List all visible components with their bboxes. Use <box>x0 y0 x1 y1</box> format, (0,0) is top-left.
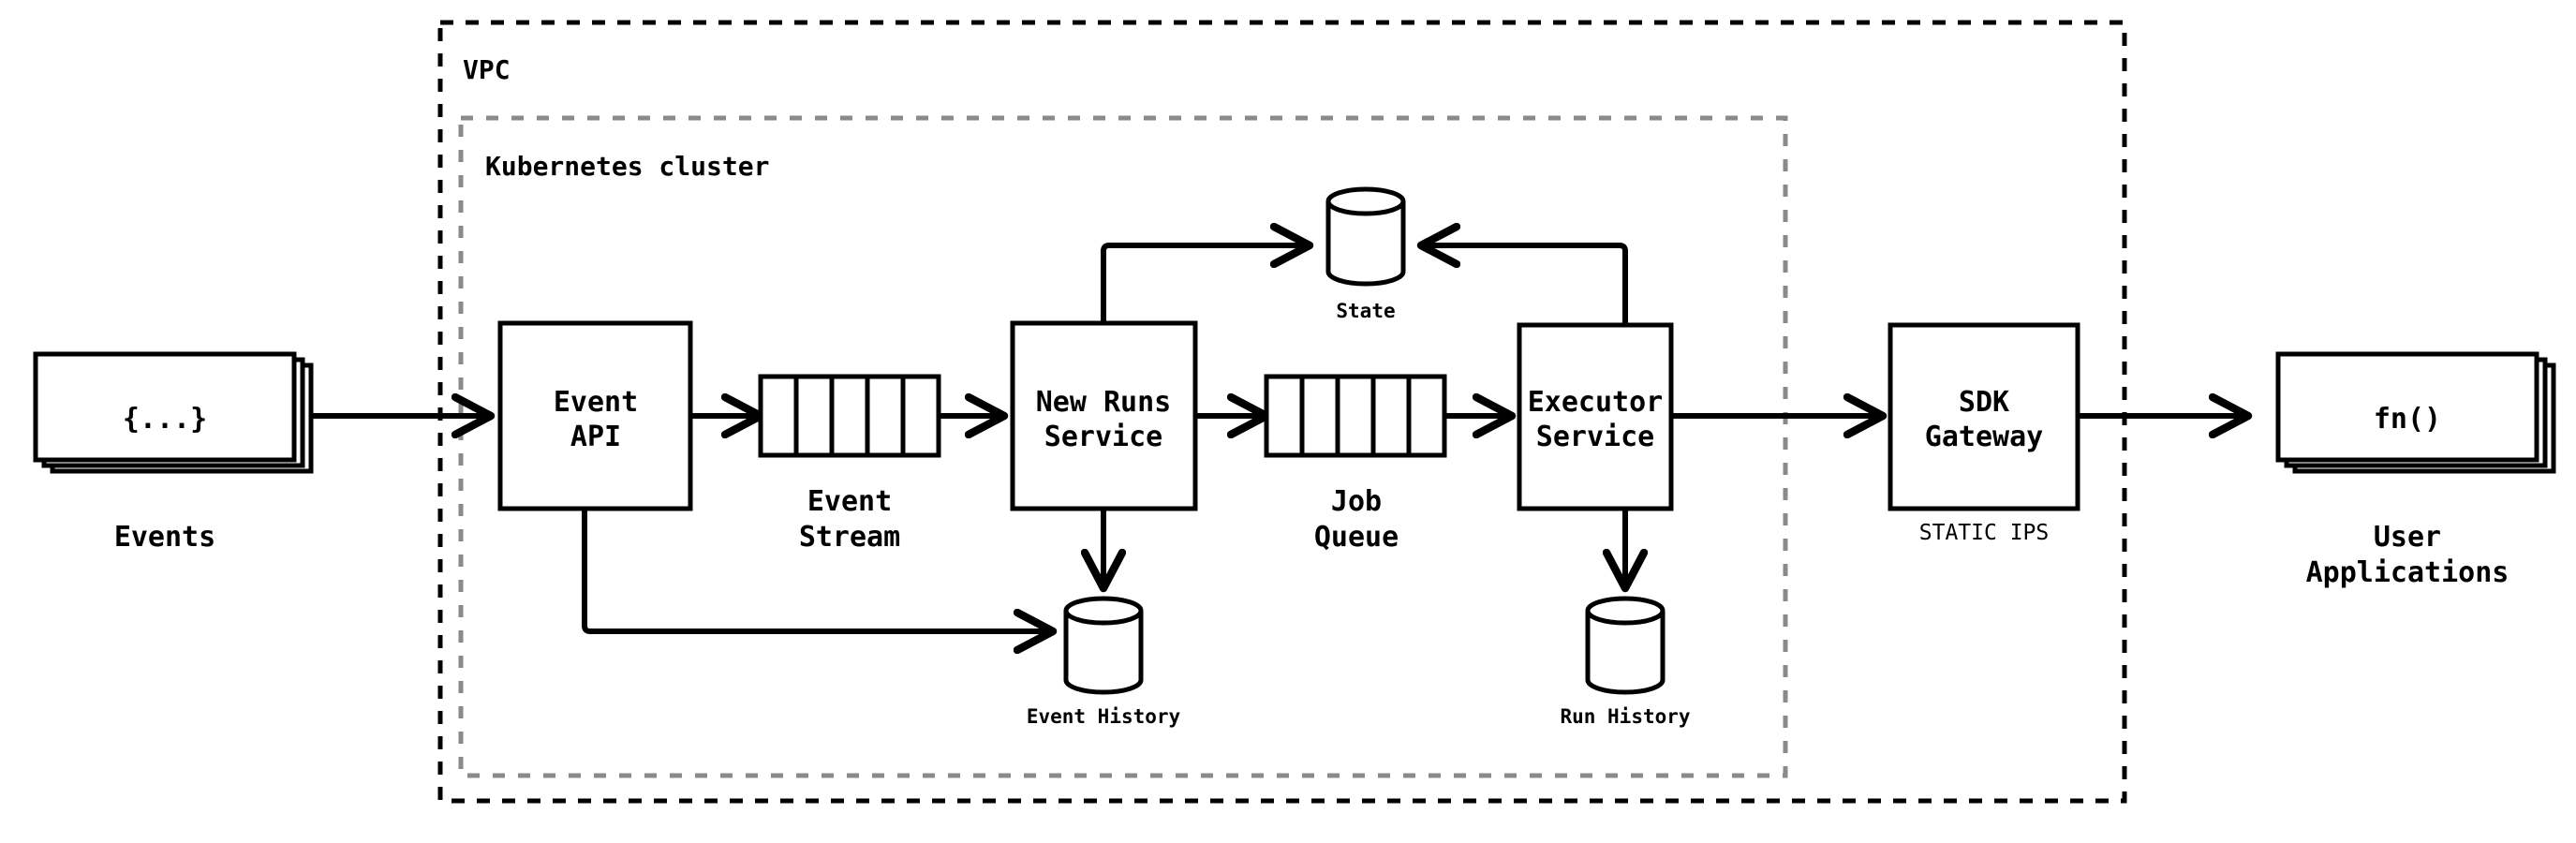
event-history-caption: Event History <box>1026 705 1181 728</box>
event-api-label-line1: Event <box>553 386 639 419</box>
edge-executor-service-to-state <box>1421 245 1628 325</box>
job-queue-caption-line2: Queue <box>1313 521 1399 554</box>
sdk-gateway-label-line2: Gateway <box>1924 421 2044 453</box>
event-api-node-shape <box>497 320 693 511</box>
sdk-gateway-label-line1: SDK <box>1958 386 2010 419</box>
user-applications-node-shape <box>2275 351 2556 474</box>
job-queue-node-shape <box>1264 374 1447 458</box>
events-caption: Events <box>113 521 216 554</box>
state-node-shape <box>1325 186 1406 287</box>
new-runs-service-label-line1: New Runs <box>1035 386 1172 419</box>
executor-service-node-shape <box>1517 322 1674 511</box>
user-applications-caption-line1: User <box>2373 521 2442 554</box>
state-caption: State <box>1336 300 1396 322</box>
event-api-label-line2: API <box>570 421 622 453</box>
events-node-shape <box>33 351 314 474</box>
run-history-caption: Run History <box>1560 705 1691 728</box>
sdk-gateway-static-ips-caption: STATIC IPS <box>1918 521 2050 545</box>
events-node-label: {...} <box>122 403 208 436</box>
user-applications-node-label: fn() <box>2373 403 2442 436</box>
kubernetes-zone-label: Kubernetes cluster <box>485 151 770 182</box>
run-history-node-shape <box>1585 596 1666 695</box>
event-history-node-shape <box>1063 596 1144 695</box>
edge-event-api-to-event-history <box>582 509 1053 631</box>
event-stream-node-shape <box>758 374 941 458</box>
new-runs-service-label-line2: Service <box>1044 421 1163 453</box>
job-queue-caption-line1: Job <box>1330 485 1383 518</box>
event-stream-caption-line2: Stream <box>798 521 901 554</box>
edge-new-runs-service-to-state <box>1101 245 1310 323</box>
executor-service-label-line1: Executor <box>1527 386 1664 419</box>
executor-service-label-line2: Service <box>1535 421 1655 453</box>
kubernetes-zone-border <box>458 115 1788 778</box>
vpc-zone-label: VPC <box>463 54 511 85</box>
event-stream-caption-line1: Event <box>807 485 893 518</box>
user-applications-caption-line2: Applications <box>2305 556 2509 589</box>
sdk-gateway-node-shape <box>1888 322 2080 511</box>
new-runs-service-node-shape <box>1010 320 1198 511</box>
vpc-zone-border <box>437 20 2127 804</box>
